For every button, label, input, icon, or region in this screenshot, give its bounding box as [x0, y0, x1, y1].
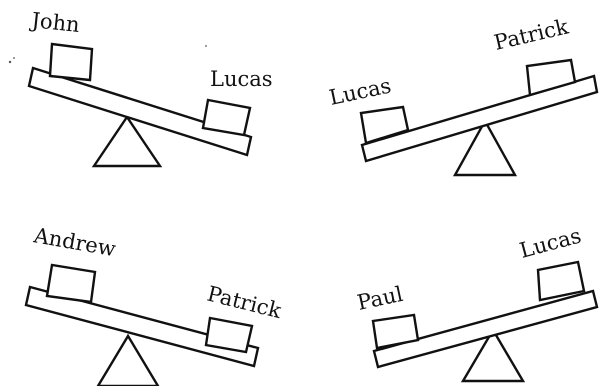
person-name-left: Paul: [355, 282, 405, 315]
person-name-left: John: [28, 8, 80, 37]
seesaw-3: Andrew Patrick: [26, 223, 284, 386]
weight-box-left: [47, 265, 95, 302]
weight-box-right: [203, 100, 250, 135]
person-name-left: Lucas: [327, 73, 393, 109]
scan-speck: [13, 57, 15, 59]
seesaw-2: Lucas Patrick: [327, 14, 597, 175]
scan-speck: [205, 45, 207, 47]
person-name-right: Lucas: [210, 67, 273, 91]
person-name-right: Lucas: [517, 223, 584, 262]
fulcrum: [98, 336, 158, 386]
seesaw-4: Paul Lucas: [355, 223, 597, 381]
seesaw-1: John Lucas: [28, 8, 272, 166]
person-name-left: Andrew: [31, 223, 117, 261]
weight-box-left: [50, 44, 92, 80]
weight-box-right: [206, 318, 252, 352]
scan-speck: [9, 61, 11, 63]
person-name-right: Patrick: [205, 282, 284, 324]
person-name-right: Patrick: [492, 14, 571, 54]
